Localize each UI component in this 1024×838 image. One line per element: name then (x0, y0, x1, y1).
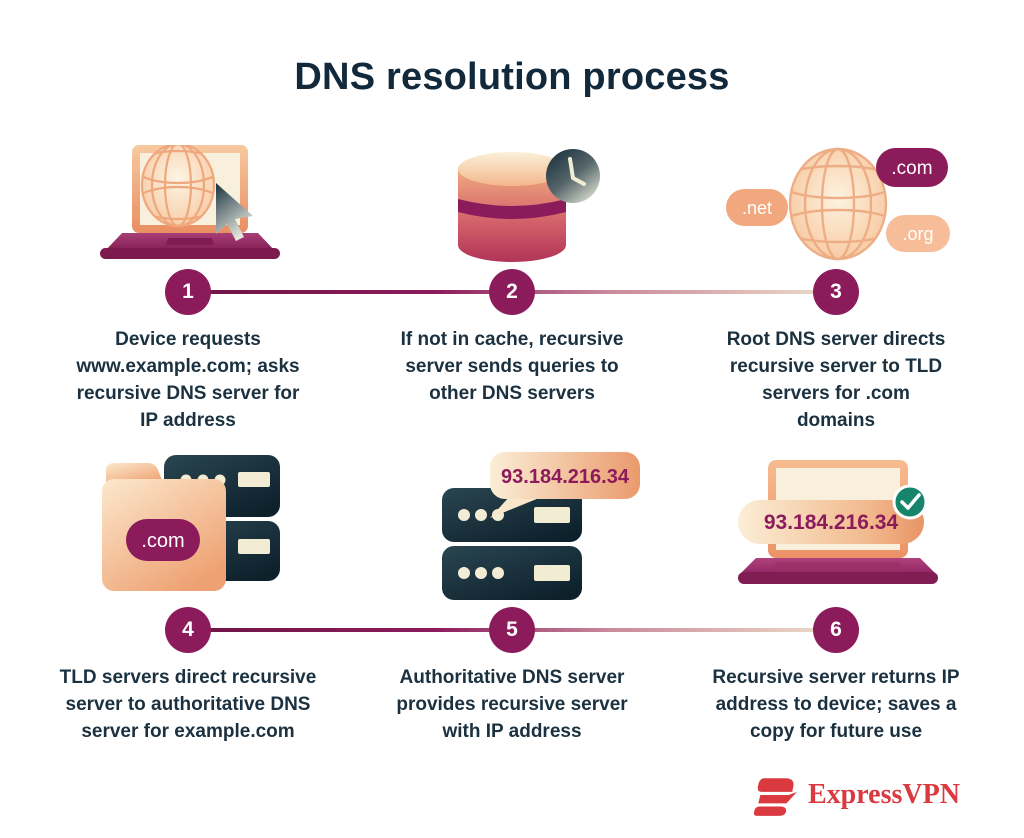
server-stack (442, 488, 582, 600)
ip-speech-bubble: 93.184.216.34 (490, 452, 640, 518)
ip-pill: 93.184.216.34 (738, 500, 924, 544)
svg-text:.com: .com (141, 530, 184, 552)
tld-badge-org: .org (886, 215, 950, 252)
tld-badge-com: .com (876, 148, 948, 187)
step-5-number: 5 (489, 607, 535, 653)
tld-badge-net: .net (726, 189, 788, 226)
tld-folder-server-icon: .com (102, 455, 280, 591)
step-4-text: TLD servers direct recursive server to a… (59, 667, 317, 742)
brand-logo: ExpressVPN (752, 772, 960, 818)
ip-address-text: 93.184.216.34 (501, 466, 630, 488)
check-icon (892, 484, 928, 520)
step-4-number: 4 (165, 607, 211, 653)
step-1-text: Device requests www.example.com; asks re… (76, 329, 300, 431)
cache-database-clock-icon (458, 149, 600, 262)
svg-text:.com: .com (891, 158, 932, 179)
step-3-number: 3 (813, 269, 859, 315)
ip-address-text: 93.184.216.34 (764, 511, 899, 534)
cursor-icon (216, 183, 253, 241)
com-badge: .com (126, 519, 200, 561)
step-1-number: 1 (165, 269, 211, 315)
step-2-text: If not in cache, recursive server sends … (400, 329, 624, 404)
globe-tld-badges-icon: .net .com .org (726, 147, 950, 261)
step-5-text: Authoritative DNS server provides recurs… (396, 667, 628, 742)
device-ip-confirmed-icon: 93.184.216.34 (738, 460, 938, 584)
svg-text:.net: .net (742, 198, 772, 218)
laptop-globe-cursor-icon (100, 145, 280, 259)
globe-wireframe (788, 147, 888, 261)
database-top (458, 152, 566, 186)
expressvpn-logo-icon (753, 778, 797, 816)
brand-name: ExpressVPN (808, 779, 960, 810)
step-6-number: 6 (813, 607, 859, 653)
globe-wireframe (140, 145, 216, 228)
database-band (458, 199, 566, 219)
step-6-text: Recursive server returns IP address to d… (712, 667, 960, 742)
step-2-number: 2 (489, 269, 535, 315)
page-title: DNS resolution process (294, 56, 730, 98)
step-3-text: Root DNS server directs recursive server… (726, 329, 946, 431)
authoritative-server-ip-icon: 93.184.216.34 (442, 452, 640, 600)
svg-text:.org: .org (902, 224, 933, 244)
